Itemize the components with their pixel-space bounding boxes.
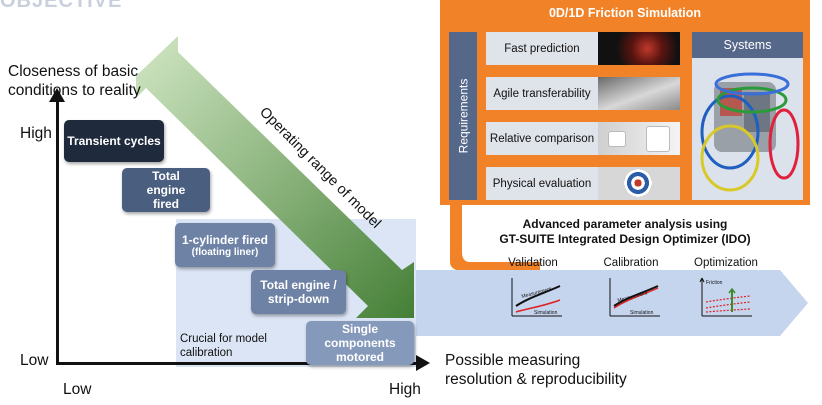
analysis-title: Advanced parameter analysis using GT-SUI… xyxy=(455,217,795,247)
y-axis-arrow xyxy=(49,88,65,102)
box-label: Single components motored xyxy=(324,322,396,364)
method-calibration: Calibration xyxy=(603,257,659,269)
target-icon xyxy=(598,167,680,200)
requirement-agile-transferability: Agile transferability xyxy=(486,77,598,110)
requirement-relative-comparison: Relative comparison xyxy=(486,122,598,155)
analysis-title-line2: GT-SUITE Integrated Design Optimizer (ID… xyxy=(499,232,751,246)
box-label: Total engine / strip-down xyxy=(260,278,337,306)
box-1-cylinder-fired: 1-cylinder fired (floating liner) xyxy=(175,223,275,267)
mini-measurement-label: Measurement xyxy=(617,290,649,304)
x-axis-arrow xyxy=(416,355,430,371)
box-label: Total engine fired xyxy=(146,169,186,211)
validation-mini-plot: Measurement Simulation xyxy=(511,278,562,317)
orange-connector xyxy=(450,200,540,272)
road-arrows-icon xyxy=(598,77,680,110)
requirement-fast-prediction: Fast prediction xyxy=(486,32,598,65)
simulation-title: 0D/1D Friction Simulation xyxy=(548,6,702,20)
mini-friction-label: Friction xyxy=(706,280,723,286)
speedometer-icon xyxy=(598,32,680,65)
requirements-label: Requirements xyxy=(456,78,471,154)
requirements-label-wrap: Requirements xyxy=(449,32,477,200)
requirements-column xyxy=(449,32,477,200)
small-square-icon xyxy=(608,131,626,147)
large-square-icon xyxy=(646,126,670,152)
box-single-components: Single components motored xyxy=(306,321,414,365)
y-axis-label: Closeness of basic conditions to reality xyxy=(8,63,141,99)
box-total-engine-fired: Total engine fired xyxy=(122,168,210,212)
box-transient-cycles: Transient cycles xyxy=(64,120,164,162)
bullseye-icon xyxy=(624,169,652,197)
calibration-mini-plot: Measurement Simulation xyxy=(609,278,660,317)
y-tick-low: Low xyxy=(20,352,49,369)
crucial-label: Crucial for model calibration xyxy=(180,333,267,359)
mini-simulation-label: Simulation xyxy=(534,310,558,316)
x-axis-label: Possible measuring resolution & reproduc… xyxy=(445,352,627,388)
y-axis xyxy=(56,98,59,365)
mini-measurement-label: Measurement xyxy=(521,286,553,300)
requirement-physical-evaluation: Physical evaluation xyxy=(486,167,598,200)
mini-simulation-label: Simulation xyxy=(630,310,654,316)
engine-icon xyxy=(700,72,800,192)
y-tick-high: High xyxy=(20,125,52,142)
box-sublabel: (floating liner) xyxy=(191,246,259,258)
optimization-mini-plot: Friction xyxy=(699,277,752,317)
method-optimization: Optimization xyxy=(694,257,758,269)
x-tick-low: Low xyxy=(63,381,92,398)
box-label: 1-cylinder fired xyxy=(181,232,269,247)
box-label: Transient cycles xyxy=(67,134,161,148)
analysis-title-line1: Advanced parameter analysis using xyxy=(522,217,728,231)
x-axis xyxy=(56,362,418,365)
method-validation: Validation xyxy=(508,257,558,269)
x-tick-high: High xyxy=(389,381,421,398)
analysis-arrow xyxy=(416,270,808,336)
comparison-icon xyxy=(598,122,680,155)
page-title: OBJECTIVE xyxy=(0,0,123,12)
operating-range-arrow xyxy=(136,36,414,318)
box-total-engine-strip-down: Total engine / strip-down xyxy=(251,270,346,314)
systems-title: Systems xyxy=(692,32,803,58)
